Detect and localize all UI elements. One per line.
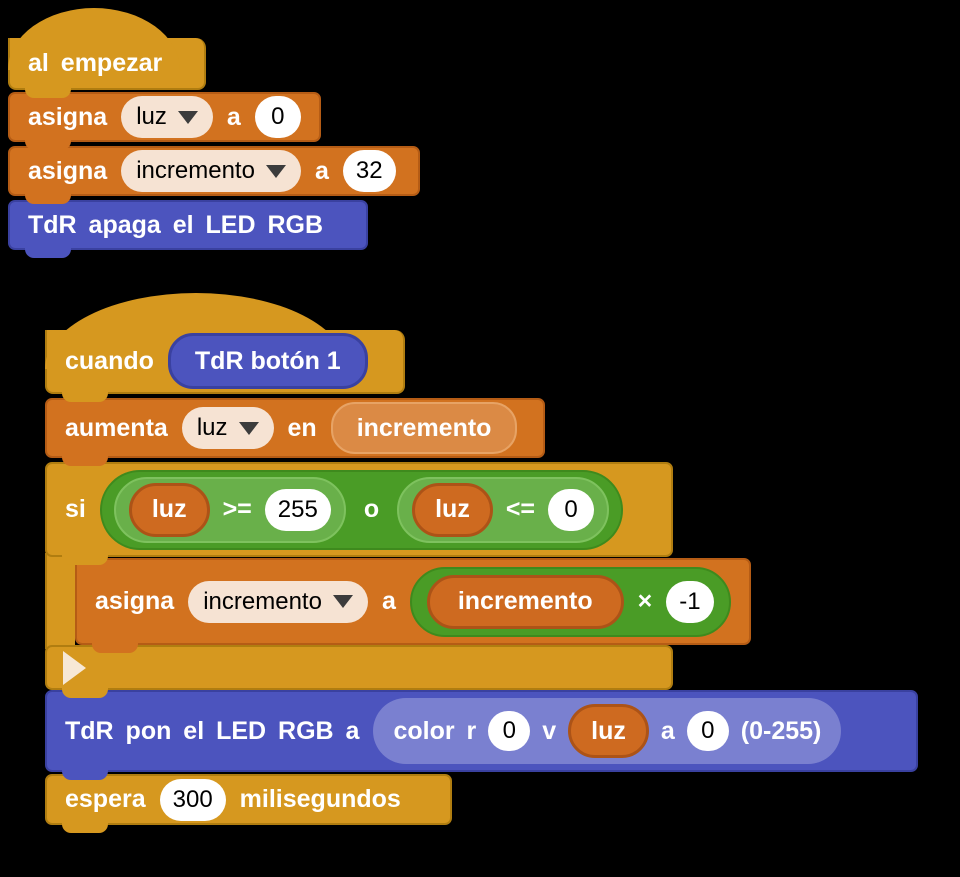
block-label: TdR pon el LED RGB a <box>65 716 360 745</box>
value-input[interactable]: 300 <box>159 778 226 821</box>
block-keyword: espera <box>65 785 146 813</box>
hat-block-cuando-boton[interactable]: cuando TdR botón 1 <box>45 293 405 402</box>
block-keyword: asigna <box>28 102 108 131</box>
set-variable-block-flip[interactable]: asigna incremento a incremento × -1 <box>75 558 751 653</box>
led-rgb-off-block[interactable]: TdR apaga el LED RGB <box>8 200 368 258</box>
connector-tab <box>62 822 108 833</box>
hat-label: al empezar <box>28 48 163 77</box>
wait-block[interactable]: espera 300 milisegundos <box>45 774 452 833</box>
connector-tab <box>62 687 108 698</box>
hat-keyword: cuando <box>65 346 154 375</box>
change-variable-block[interactable]: aumenta luz en incremento <box>45 398 545 466</box>
or-label: o <box>363 495 380 523</box>
led-rgb-set-block[interactable]: TdR pon el LED RGB a color r 0 v luz a 0… <box>45 690 918 780</box>
variable-dropdown[interactable]: incremento <box>188 580 368 623</box>
range-hint-label: (0-255) <box>740 716 822 745</box>
if-keyword: si <box>65 495 86 523</box>
connector-tab <box>25 193 71 204</box>
comparison-greater-equal[interactable]: luz >= 255 <box>113 476 346 543</box>
variable-dropdown[interactable]: luz <box>121 96 213 138</box>
set-variable-block-luz[interactable]: asigna luz a 0 <box>8 92 321 150</box>
connector-tab <box>62 391 108 402</box>
block-connector: en <box>287 413 317 442</box>
variable-dropdown[interactable]: incremento <box>121 150 301 192</box>
connector-tab <box>62 554 108 565</box>
block-connector: a <box>381 587 396 615</box>
connector-tab <box>25 87 71 98</box>
multiply-sign: × <box>637 587 653 615</box>
connector-tab <box>25 247 71 258</box>
hat-block-al-empezar[interactable]: al empezar <box>8 8 206 98</box>
value-input[interactable]: 0 <box>548 488 595 531</box>
block-label: TdR apaga el LED RGB <box>28 210 324 239</box>
if-block-header[interactable]: si luz >= 255 o luz <= 0 <box>45 462 673 565</box>
unit-label: milisegundos <box>239 785 401 813</box>
multiply-operator-block[interactable]: incremento × -1 <box>409 566 731 637</box>
block-connector: a <box>226 102 241 131</box>
value-input[interactable]: 255 <box>264 488 331 531</box>
variable-reporter-incremento[interactable]: incremento <box>330 402 518 454</box>
expand-else-icon[interactable] <box>63 650 86 685</box>
value-input[interactable]: -1 <box>666 580 714 623</box>
block-connector: a <box>314 156 329 185</box>
connector-tab <box>62 769 108 780</box>
if-block-spine <box>45 553 75 649</box>
variable-pill-incremento[interactable]: incremento <box>426 574 624 629</box>
variable-pill-luz[interactable]: luz <box>412 482 493 537</box>
value-input[interactable]: 0 <box>254 96 301 138</box>
green-label: v <box>542 716 557 745</box>
block-keyword: asigna <box>95 587 175 615</box>
comparison-less-equal[interactable]: luz <= 0 <box>397 476 610 543</box>
blue-label: a <box>660 716 675 745</box>
block-keyword: aumenta <box>65 413 168 442</box>
dropdown-arrow-icon <box>332 595 353 608</box>
or-boolean-block[interactable]: luz >= 255 o luz <= 0 <box>99 469 624 550</box>
if-block-bottom[interactable] <box>45 645 673 698</box>
operator-label: <= <box>505 495 536 523</box>
color-reporter-block[interactable]: color r 0 v luz a 0 (0-255) <box>373 698 842 764</box>
dropdown-value: luz <box>196 414 228 441</box>
set-variable-block-incremento[interactable]: asigna incremento a 32 <box>8 146 420 204</box>
block-keyword: asigna <box>28 156 108 185</box>
color-fn-label: color r <box>393 716 477 745</box>
variable-dropdown[interactable]: luz <box>181 407 274 449</box>
value-input[interactable]: 32 <box>342 150 396 192</box>
dropdown-arrow-icon <box>238 421 259 435</box>
dropdown-arrow-icon <box>265 164 286 178</box>
dropdown-value: incremento <box>203 587 322 615</box>
event-pill-tdr-boton[interactable]: TdR botón 1 <box>167 333 368 389</box>
connector-tab <box>25 139 71 150</box>
connector-tab <box>62 455 108 466</box>
variable-pill-luz[interactable]: luz <box>568 704 649 758</box>
dropdown-value: incremento <box>136 157 255 184</box>
dropdown-value: luz <box>136 103 167 130</box>
dropdown-arrow-icon <box>177 110 198 124</box>
red-value-input[interactable]: 0 <box>488 711 531 751</box>
connector-tab <box>92 642 138 653</box>
blue-value-input[interactable]: 0 <box>686 711 729 751</box>
operator-label: >= <box>222 495 252 523</box>
variable-pill-luz[interactable]: luz <box>128 482 210 537</box>
